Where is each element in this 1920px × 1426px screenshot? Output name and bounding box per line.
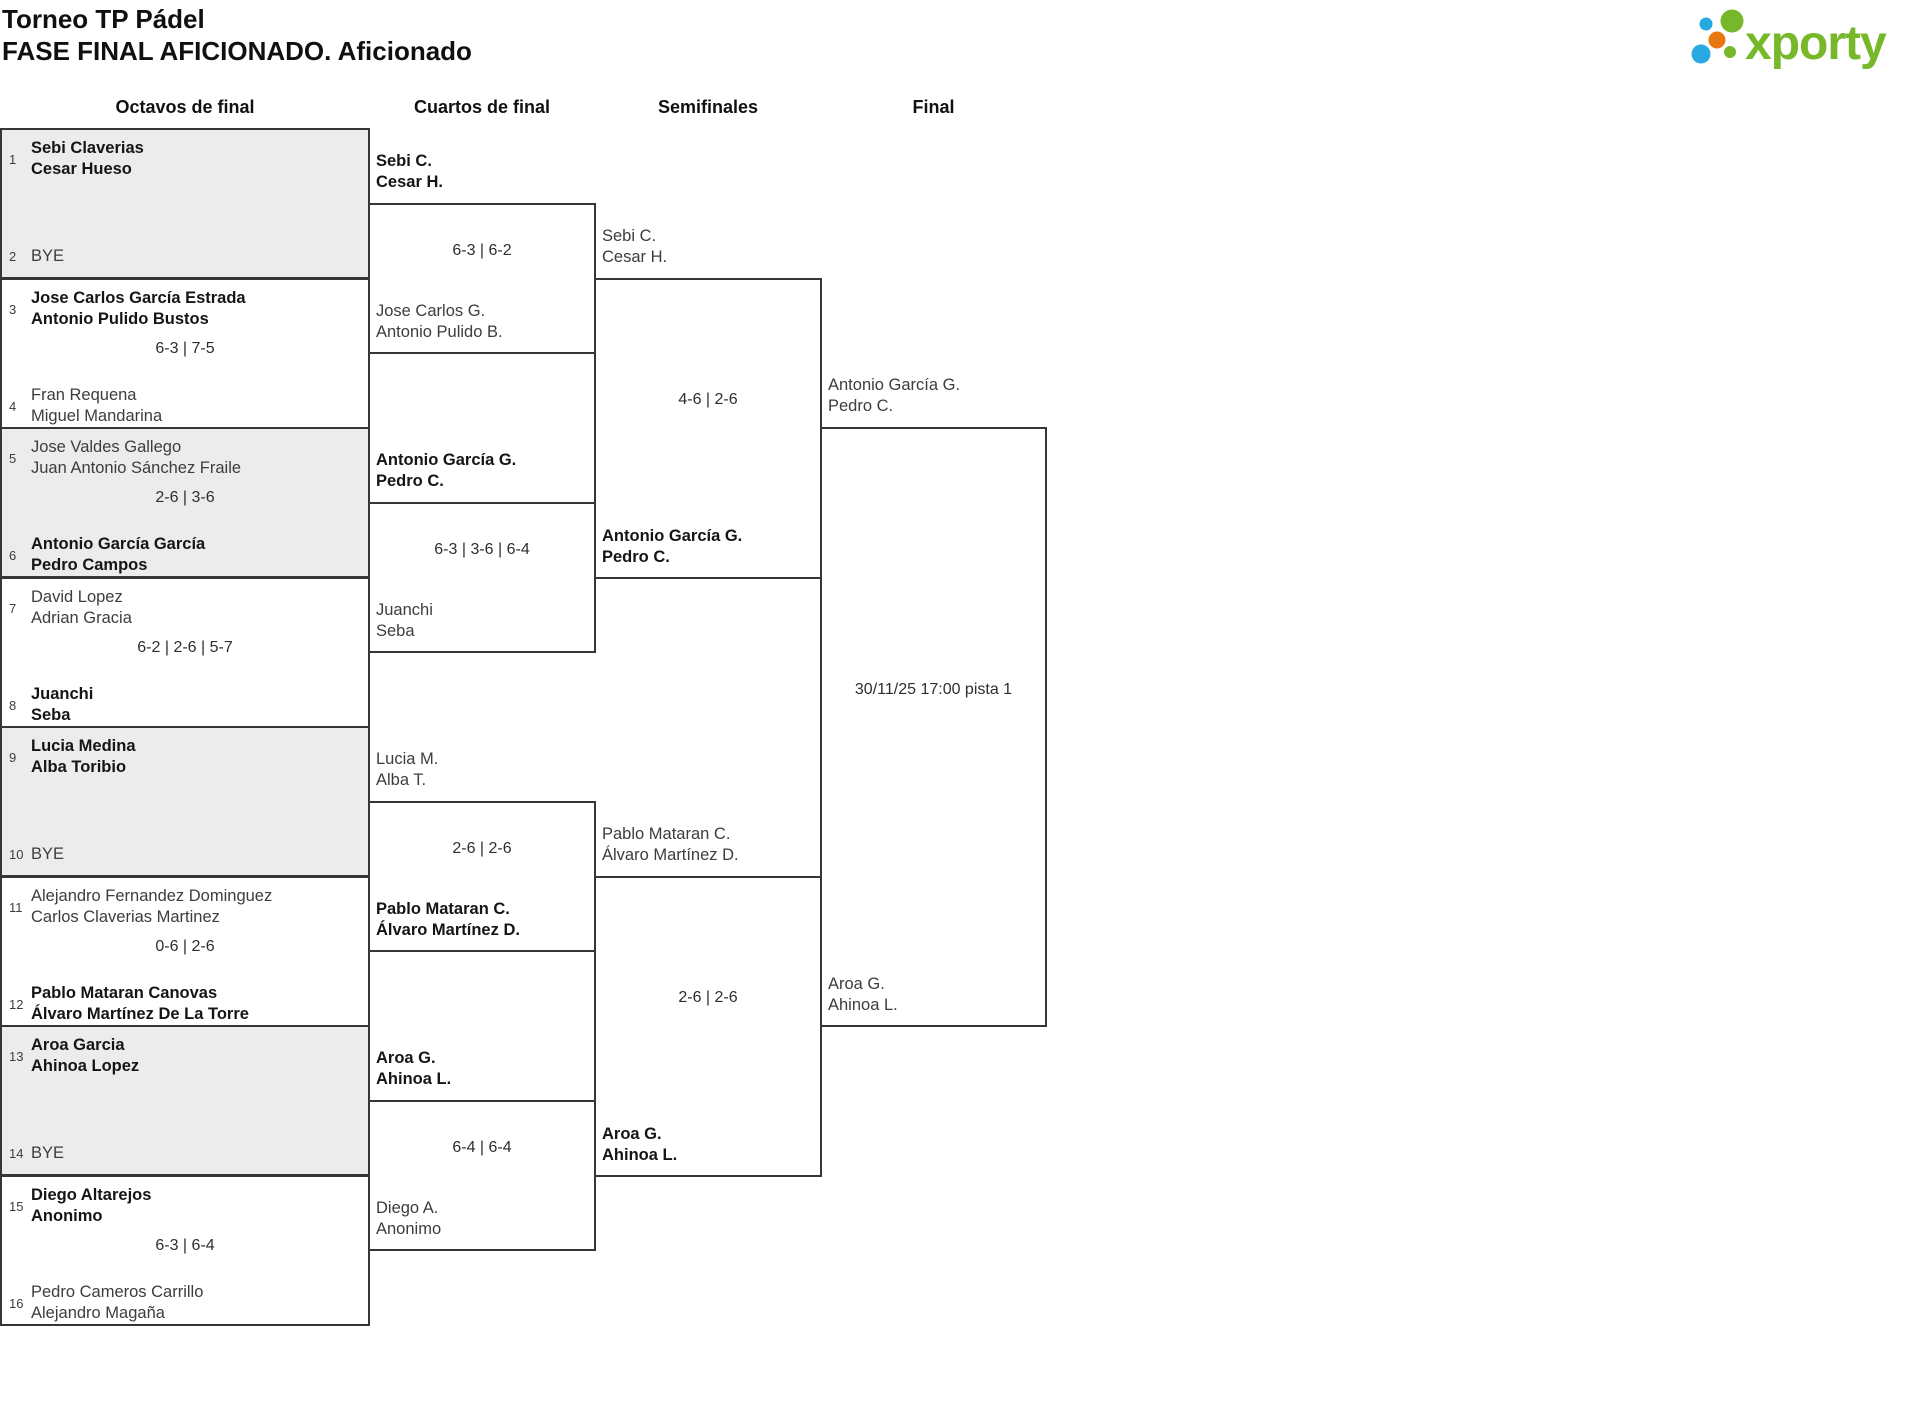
seed-number: 12 bbox=[9, 996, 24, 1012]
team-entry: 10 BYE bbox=[9, 832, 362, 876]
xporty-logo-icon: xporty bbox=[1691, 9, 1888, 70]
round-header-semis: Semifinales bbox=[657, 97, 759, 117]
sf-team-entry: Sebi C.Cesar H. bbox=[602, 227, 668, 266]
sf-team-entry: Antonio García G.Pedro C. bbox=[602, 527, 743, 566]
seed-number: 11 bbox=[9, 899, 23, 915]
match-score: 6-2 | 2-6 | 5-7 bbox=[137, 639, 233, 656]
round-header-final: Final bbox=[912, 97, 955, 117]
seed-number: 7 bbox=[9, 600, 17, 616]
seed-number: 6 bbox=[9, 547, 17, 563]
sf-team-entry: Aroa G.Ahinoa L. bbox=[602, 1125, 678, 1164]
qf-team-entry: Jose Carlos G.Antonio Pulido B. bbox=[376, 302, 503, 341]
seed-number: 10 bbox=[9, 846, 24, 862]
match-score: 2-6 | 3-6 bbox=[155, 489, 215, 506]
logo-dot bbox=[1724, 46, 1736, 58]
seed-number: 13 bbox=[9, 1048, 24, 1064]
match-score: 6-3 | 6-4 bbox=[155, 1237, 215, 1254]
seed-number: 15 bbox=[9, 1198, 24, 1214]
team-entry: 14 BYE bbox=[9, 1131, 362, 1175]
page-title: Torneo TP Pádel bbox=[2, 4, 205, 34]
seed-number: 2 bbox=[9, 248, 17, 264]
match-score: 6-3 | 7-5 bbox=[155, 340, 215, 357]
seed-number: 1 bbox=[9, 151, 17, 167]
seed-number: 16 bbox=[9, 1295, 24, 1311]
seed-number: 3 bbox=[9, 301, 17, 317]
match-score: 4-6 | 2-6 bbox=[678, 391, 738, 408]
match-score: 0-6 | 2-6 bbox=[155, 938, 215, 955]
match-score: 2-6 | 2-6 bbox=[452, 840, 512, 857]
seed-number: 9 bbox=[9, 749, 17, 765]
xporty-logo[interactable]: xporty bbox=[1688, 2, 1910, 74]
final-team-entry: Antonio García G.Pedro C. bbox=[828, 376, 961, 415]
qf-team-entry: Antonio García G.Pedro C. bbox=[376, 451, 517, 490]
qf-team-entry: Lucia M.Alba T. bbox=[376, 750, 439, 789]
match-score: 2-6 | 2-6 bbox=[678, 989, 738, 1006]
page-subtitle: FASE FINAL AFICIONADO. Aficionado bbox=[2, 36, 472, 66]
xporty-logo-text: xporty bbox=[1745, 17, 1887, 70]
qf-team-entry: Diego A.Anonimo bbox=[376, 1199, 442, 1238]
seed-number: 14 bbox=[9, 1145, 24, 1161]
round-header-octavos: Octavos de final bbox=[115, 97, 255, 117]
logo-dot bbox=[1691, 44, 1711, 64]
qf-team-entry: Aroa G.Ahinoa L. bbox=[376, 1049, 452, 1088]
team-entry: 2 BYE bbox=[9, 234, 362, 278]
seed-number: 5 bbox=[9, 450, 17, 466]
match-score: 6-4 | 6-4 bbox=[452, 1139, 512, 1156]
final-team-entry: Aroa G.Ahinoa L. bbox=[828, 975, 898, 1014]
qf-team-entry: Sebi C.Cesar H. bbox=[376, 152, 443, 191]
seed-number: 4 bbox=[9, 398, 17, 414]
logo-dot bbox=[1720, 9, 1744, 33]
final-match-schedule: 30/11/25 17:00 pista 1 bbox=[854, 681, 1013, 698]
round-header-cuartos: Cuartos de final bbox=[413, 97, 551, 117]
seed-number: 8 bbox=[9, 697, 17, 713]
logo-dot bbox=[1708, 31, 1726, 49]
logo-dot bbox=[1699, 17, 1713, 31]
match-score: 6-3 | 6-2 bbox=[452, 242, 512, 259]
final-match-box bbox=[820, 427, 1047, 1027]
qf-team-entry: Pablo Mataran C.Álvaro Martínez D. bbox=[376, 900, 520, 939]
sf-team-entry: Pablo Mataran C.Álvaro Martínez D. bbox=[602, 825, 739, 864]
match-score: 6-3 | 3-6 | 6-4 bbox=[434, 541, 530, 558]
